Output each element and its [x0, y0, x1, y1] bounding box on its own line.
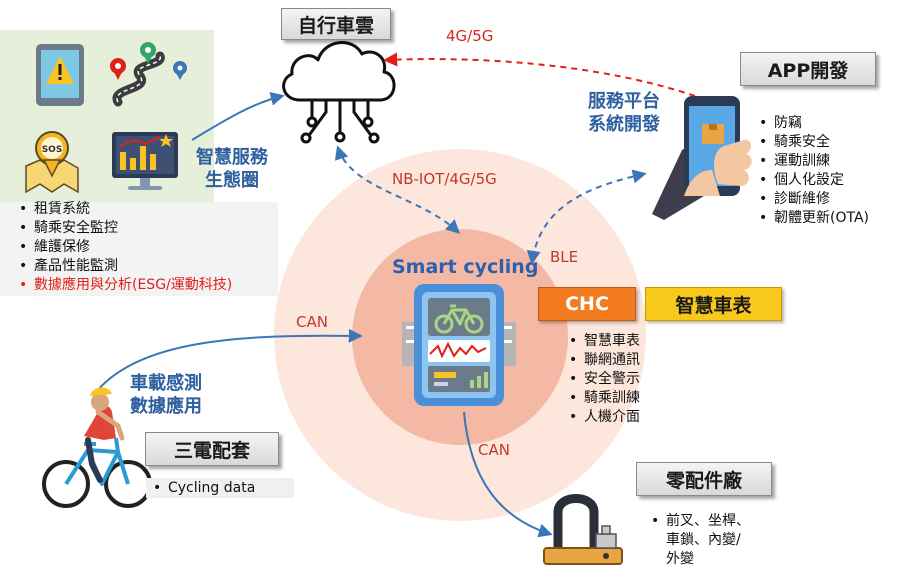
app-feature-item: 診斷維修 — [756, 190, 869, 209]
sensor-label: 車載感測 數據應用 — [130, 372, 226, 418]
cloud-app-link — [383, 52, 696, 97]
product-badge: 智慧車表 — [645, 287, 782, 321]
ecosystem-cloud-link — [191, 91, 285, 141]
sensor-data-list: Cycling data — [150, 479, 255, 498]
app-feature-item: 個人化設定 — [756, 171, 869, 190]
parts-item-line1: 前叉、坐桿、 — [666, 513, 750, 529]
ecosystem-service-item: 維護保修 — [16, 238, 232, 257]
parts-list-line1: • 前叉、坐桿、 — [651, 513, 750, 529]
center-feature-item: 騎乘訓練 — [566, 389, 640, 408]
center-feature-item: 安全警示 — [566, 370, 640, 389]
app-feature-item: 防竊 — [756, 114, 869, 133]
app-feature-item: 運動訓練 — [756, 152, 869, 171]
ble-label: BLE — [550, 248, 579, 266]
u-lock-icon — [543, 494, 623, 565]
ecosystem-service-item: 租賃系統 — [16, 200, 232, 219]
ecosystem-label: 智慧服務 生態圈 — [184, 146, 280, 192]
sensor-data-item: Cycling data — [150, 479, 255, 498]
cloud-app-link-label: 4G/5G — [446, 27, 494, 45]
smart-cycling-device-icon — [402, 284, 516, 406]
center-feature-item: 聯網通訊 — [566, 351, 640, 370]
parts-title-box: 零配件廠 — [636, 462, 772, 496]
chc-badge: CHC — [538, 287, 636, 321]
app-side-label: 服務平台 系統開發 — [574, 90, 674, 136]
app-feature-item: 韌體更新(OTA) — [756, 209, 869, 228]
ecosystem-label-line2: 生態圈 — [205, 170, 259, 191]
network-label: NB-IOT/4G/5G — [392, 170, 497, 188]
ecosystem-label-line1: 智慧服務 — [196, 147, 268, 168]
ecosystem-service-list: 租賃系統 騎乘安全監控 維護保修 產品性能監測 數據應用與分析(ESG/運動科技… — [16, 200, 232, 295]
parts-can-label: CAN — [478, 441, 510, 459]
center-feature-item: 人機介面 — [566, 408, 640, 427]
sensor-can-label: CAN — [296, 313, 328, 331]
sensor-label-line1: 車載感測 — [130, 373, 202, 394]
ecosystem-service-item-highlight: 數據應用與分析(ESG/運動科技) — [16, 276, 232, 295]
phone-hand-icon — [652, 96, 752, 220]
parts-item-line3: 外變 — [666, 551, 694, 567]
sensor-label-line2: 數據應用 — [130, 396, 202, 417]
map-route-icon — [110, 42, 187, 107]
app-side-label-line1: 服務平台 — [588, 91, 660, 112]
parts-item-line2: 車鎖、內變/ — [666, 532, 741, 548]
sos-map-icon: SOS — [25, 131, 79, 194]
center-feature-item: 智慧車表 — [566, 332, 640, 351]
app-title-box: APP開發 — [740, 52, 876, 86]
cloud-device-link — [334, 145, 461, 234]
device-parts-link — [463, 411, 553, 538]
app-device-link — [526, 169, 647, 265]
cloud-icon — [282, 41, 396, 144]
sensor-device-link — [95, 328, 363, 393]
svg-text:SOS: SOS — [42, 145, 63, 155]
app-feature-item: 騎乘安全 — [756, 133, 869, 152]
sensor-title-box: 三電配套 — [145, 432, 279, 466]
app-feature-list: 防竊 騎乘安全 運動訓練 個人化設定 診斷維修 韌體更新(OTA) — [756, 114, 869, 228]
center-feature-list: 智慧車表 聯網通訊 安全警示 騎乘訓練 人機介面 — [566, 332, 640, 427]
analytics-monitor-icon — [112, 132, 178, 190]
tablet-warning-icon — [36, 44, 84, 106]
center-title: Smart cycling — [392, 256, 539, 278]
ecosystem-service-item: 騎乘安全監控 — [16, 219, 232, 238]
app-side-label-line2: 系統開發 — [588, 114, 660, 135]
ecosystem-service-item: 產品性能監測 — [16, 257, 232, 276]
parts-list: • 前叉、坐桿、 車鎖、內變/ 外變 — [648, 512, 750, 569]
cloud-title-box: 自行車雲 — [281, 8, 391, 40]
